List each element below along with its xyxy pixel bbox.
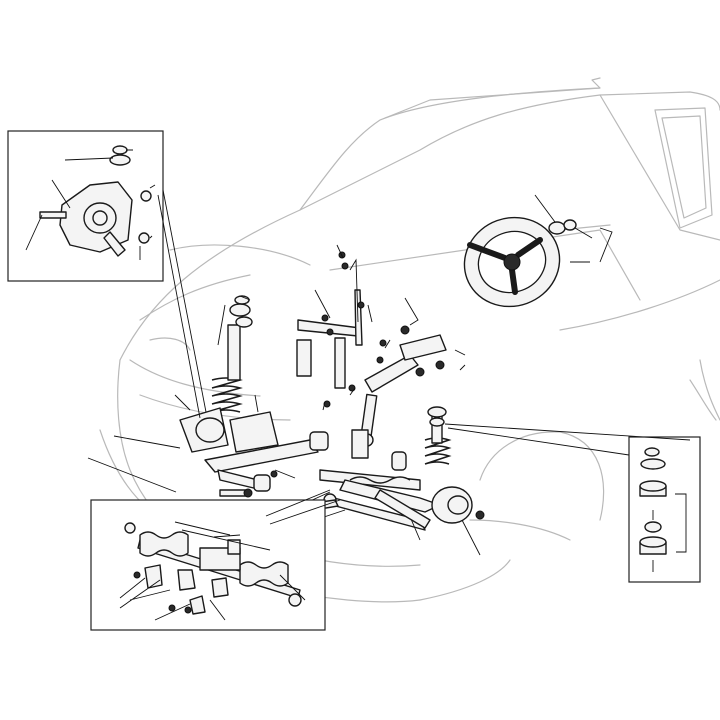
steering-wheel-icon [463,194,613,308]
lower-control-arm-left-icon [87,394,329,498]
front-strut-right-icon [424,406,452,465]
wheel-hub-icon [431,486,485,556]
strut-mount-detail [628,436,701,583]
car-body-outline [99,77,720,603]
steering-rack-detail [90,499,326,631]
front-strut-left-icon [174,295,253,453]
steering-knuckle-detail [7,130,164,282]
